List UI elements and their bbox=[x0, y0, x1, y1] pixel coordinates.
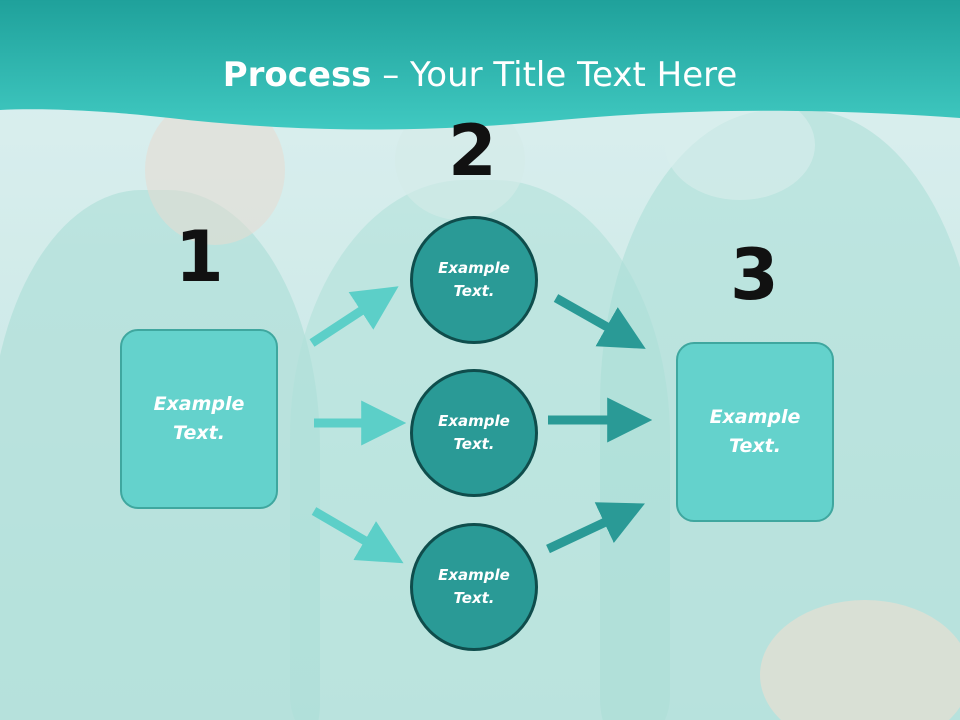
process-box-left: Example Text. bbox=[120, 329, 278, 509]
circle-middle-line2: Text. bbox=[453, 435, 495, 453]
box-right-line2: Text. bbox=[729, 435, 781, 457]
arrow-box1-to-circle1 bbox=[309, 286, 399, 347]
circle-bottom-line2: Text. bbox=[453, 589, 495, 607]
arrow-circle3-to-box3 bbox=[546, 502, 645, 554]
process-circle-middle: Example Text. bbox=[410, 369, 538, 497]
circle-bottom-line1: Example bbox=[438, 566, 510, 584]
patient-face bbox=[760, 600, 960, 720]
arrow-box1-to-circle3 bbox=[311, 507, 404, 564]
process-circle-bottom: Example Text. bbox=[410, 523, 538, 651]
process-box-right: Example Text. bbox=[676, 342, 834, 522]
process-circle-top: Example Text. bbox=[410, 216, 538, 344]
box-left-line2: Text. bbox=[173, 422, 225, 444]
title-band bbox=[0, 0, 960, 130]
slide-title: Process – Your Title Text Here bbox=[0, 55, 960, 95]
circle-top-line1: Example bbox=[438, 259, 510, 277]
title-rest: – Your Title Text Here bbox=[371, 55, 738, 95]
step-number-3: 3 bbox=[730, 234, 779, 316]
arrow-circle1-to-box3 bbox=[553, 294, 646, 349]
step-number-1: 1 bbox=[175, 216, 224, 298]
circle-top-line2: Text. bbox=[453, 282, 495, 300]
circle-middle-line1: Example bbox=[438, 412, 510, 430]
title-bold: Process bbox=[222, 55, 372, 95]
step-number-2: 2 bbox=[448, 110, 497, 192]
box-right-line1: Example bbox=[709, 406, 801, 428]
box-left-line1: Example bbox=[153, 393, 245, 415]
